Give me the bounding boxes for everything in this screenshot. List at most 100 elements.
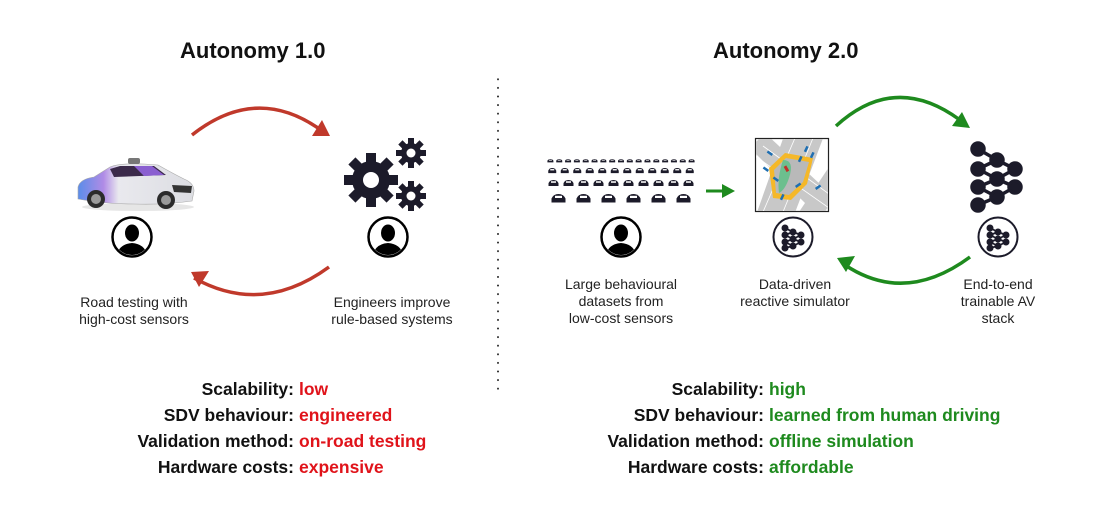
caption-line: rule-based systems <box>331 311 453 327</box>
caption-line: datasets from <box>578 293 664 309</box>
car-glyph <box>662 159 669 163</box>
property-scalability: Scalability: high <box>0 376 1000 402</box>
arrow-simulator-to-stack <box>834 95 970 128</box>
car-glyph <box>670 159 677 163</box>
autonomous-car-image <box>74 155 198 213</box>
car-glyph <box>635 159 642 163</box>
car-glyph <box>563 180 574 186</box>
caption-line: Large behavioural <box>564 276 678 292</box>
car-glyph <box>600 159 607 163</box>
car-glyph <box>585 168 594 174</box>
car-glyph <box>547 159 554 163</box>
stack-node-caption: End-to-end trainable AV stack <box>948 276 1048 327</box>
property-value: learned from human driving <box>769 405 1001 425</box>
fleet-node-caption: Large behavioural datasets from low-cost… <box>551 276 691 327</box>
car-glyph <box>573 159 580 163</box>
arrow-car-to-gears <box>190 106 330 137</box>
car-glyph <box>673 168 682 174</box>
property-key: SDV behaviour: <box>633 405 764 425</box>
car-glyph <box>623 180 634 186</box>
property-key: Hardware costs: <box>627 457 764 477</box>
property-value: expensive <box>299 457 384 477</box>
car-glyph <box>626 159 633 163</box>
property-hardware-costs: Hardware costs: affordable <box>0 454 1000 480</box>
caption-line: reactive simulator <box>740 293 850 309</box>
simulator-node-caption: Data-driven reactive simulator <box>733 276 857 310</box>
property-scalability: Scalability: low <box>0 376 426 402</box>
caption-line: Road testing with <box>80 294 188 310</box>
property-key: SDV behaviour: <box>163 405 294 425</box>
car-glyph <box>598 168 607 174</box>
car-glyph <box>565 159 572 163</box>
car-glyph <box>651 194 666 203</box>
person-icon <box>367 216 409 263</box>
car-glyph <box>676 194 691 203</box>
car-glyph <box>608 180 619 186</box>
gears-node-caption: Engineers improve rule-based systems <box>322 294 462 328</box>
neural-network-icon <box>969 141 1025 213</box>
car-glyph <box>556 159 563 163</box>
car-glyph <box>548 168 557 174</box>
car-glyph <box>576 194 591 203</box>
car-glyph <box>591 159 598 163</box>
car-glyph <box>618 159 624 163</box>
arrow-stack-to-simulator <box>837 255 972 285</box>
autonomy-2-properties: Scalability: high SDV behaviour: learned… <box>0 376 1000 480</box>
car-glyph <box>668 180 679 186</box>
person-icon <box>111 216 153 263</box>
property-value: high <box>769 379 806 399</box>
property-validation-method: Validation method: offline simulation <box>0 428 1000 454</box>
property-key: Validation method: <box>137 431 294 451</box>
car-glyph <box>551 194 566 203</box>
simulator-map-image <box>754 137 830 213</box>
property-key: Validation method: <box>607 431 764 451</box>
car-glyph <box>560 168 569 174</box>
property-value: offline simulation <box>769 431 914 451</box>
car-glyph <box>653 180 664 186</box>
car-fleet-icon <box>545 155 697 209</box>
property-sdv-behaviour: SDV behaviour: learned from human drivin… <box>0 402 1001 428</box>
car-glyph <box>548 180 559 186</box>
property-value: engineered <box>299 405 393 425</box>
arrow-fleet-to-simulator <box>706 184 735 198</box>
caption-line: trainable AV <box>960 293 1036 309</box>
car-glyph <box>679 159 686 163</box>
car-glyph <box>638 180 649 186</box>
arrow-gears-to-car <box>191 265 331 297</box>
caption-line: stack <box>981 310 1015 326</box>
property-key: Scalability: <box>201 379 294 399</box>
car-glyph <box>648 168 657 174</box>
autonomy-2-title: Autonomy 2.0 <box>713 38 859 63</box>
car-glyph <box>610 168 619 174</box>
caption-line: low-cost sensors <box>568 310 674 326</box>
caption-line: Engineers improve <box>333 294 451 310</box>
property-key: Scalability: <box>671 379 764 399</box>
person-icon <box>600 216 642 263</box>
autonomy-1-properties: Scalability: low SDV behaviour: engineer… <box>0 376 426 480</box>
neural-network-badge-icon <box>772 216 814 263</box>
car-glyph <box>609 159 616 163</box>
car-glyph <box>635 168 644 174</box>
car-glyph <box>660 168 669 174</box>
property-validation-method: Validation method: on-road testing <box>0 428 426 454</box>
car-glyph <box>593 180 604 186</box>
caption-line: Data-driven <box>758 276 832 292</box>
property-hardware-costs: Hardware costs: expensive <box>0 454 426 480</box>
property-value: low <box>299 379 329 399</box>
car-glyph <box>578 180 589 186</box>
property-sdv-behaviour: SDV behaviour: engineered <box>0 402 426 428</box>
property-key: Hardware costs: <box>157 457 294 477</box>
gears-icon <box>343 137 427 213</box>
car-glyph <box>688 159 695 163</box>
property-value: on-road testing <box>299 431 427 451</box>
property-value: affordable <box>769 457 854 477</box>
car-glyph <box>582 159 589 163</box>
autonomy-1-title: Autonomy 1.0 <box>180 38 326 63</box>
section-divider <box>497 75 499 393</box>
car-node-caption: Road testing with high-cost sensors <box>72 294 196 328</box>
car-glyph <box>644 159 651 163</box>
car-glyph <box>683 180 694 186</box>
car-glyph <box>623 168 632 174</box>
car-glyph <box>601 194 616 203</box>
